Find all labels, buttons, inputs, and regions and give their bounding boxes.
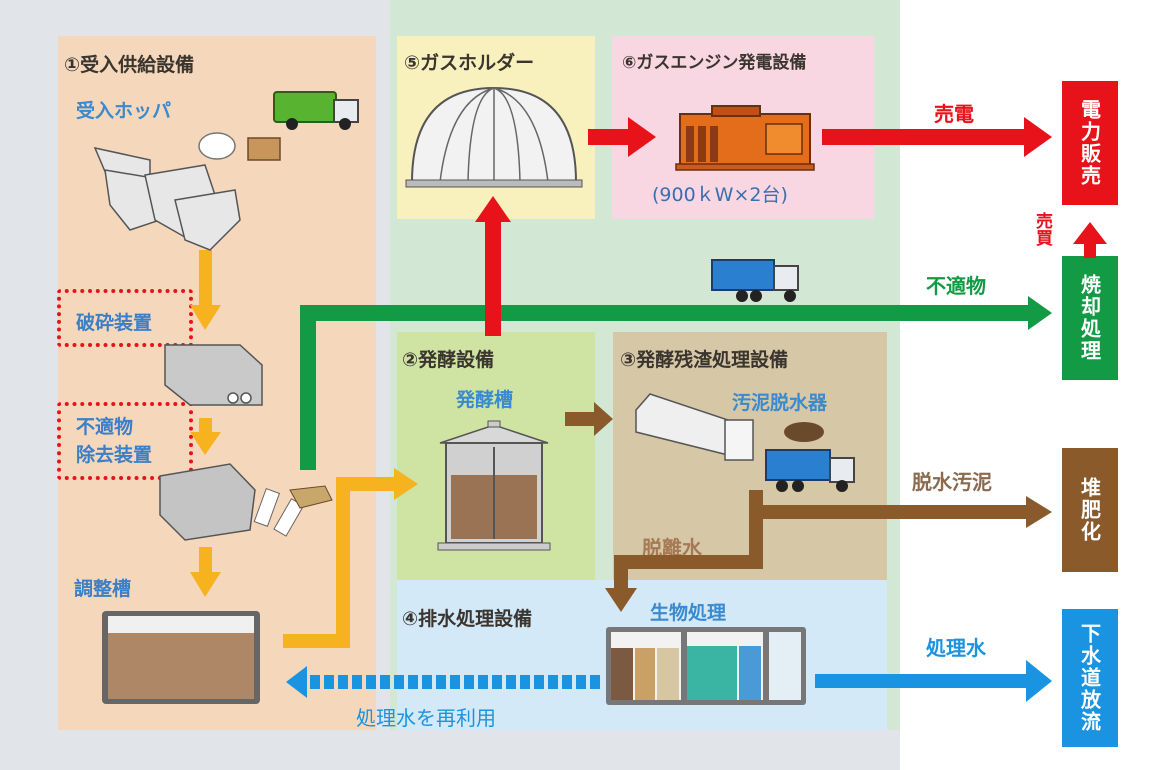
gas-to-engine-shaft bbox=[588, 129, 632, 145]
sludge-dewaterer-icon bbox=[635, 393, 754, 461]
section-1-subtitle: 受入ホッパ bbox=[76, 100, 172, 122]
buy-sell-shaft bbox=[1084, 242, 1096, 258]
sludge-arrow-head bbox=[1026, 496, 1052, 528]
treated-water-shaft bbox=[815, 674, 1030, 688]
sell-power-head bbox=[1024, 117, 1052, 157]
separated-water-head bbox=[605, 588, 637, 612]
digestate-arrow-shaft bbox=[565, 412, 597, 426]
dewatered-sludge-label: 脱水汚泥 bbox=[912, 470, 992, 494]
sludge-pile-icon bbox=[784, 422, 824, 442]
crusher-icon bbox=[164, 344, 263, 406]
adjust-tank-label: 調整槽 bbox=[74, 578, 132, 600]
garbage-truck-icon bbox=[273, 91, 359, 130]
sell-power-shaft bbox=[822, 129, 1028, 145]
unsuitable-label: 不適物 bbox=[926, 274, 986, 298]
separator-icon bbox=[159, 463, 256, 541]
gas-arrow-shaft-up bbox=[485, 220, 501, 336]
dest-compost: 堆肥化 bbox=[1062, 448, 1118, 572]
garbage-bag-icon bbox=[198, 132, 236, 160]
crusher-highlight-box bbox=[57, 289, 193, 347]
treated-water-head bbox=[1026, 660, 1052, 702]
dest-power-sale: 電力販売 bbox=[1062, 81, 1118, 205]
buy-sell-label: 売買 bbox=[1032, 212, 1052, 246]
buy-sell-head bbox=[1073, 222, 1107, 244]
waste-arrow-shaft-3 bbox=[199, 547, 212, 577]
reuse-water-label: 処理水を再利用 bbox=[356, 706, 496, 730]
gas-to-engine-head bbox=[628, 117, 656, 157]
treated-water-label: 処理水 bbox=[926, 636, 986, 660]
section-1-title: ①受入供給設備 bbox=[64, 54, 195, 76]
remover-highlight-box bbox=[57, 402, 193, 480]
crusher-label: 破砕装置 bbox=[76, 312, 153, 334]
adjustment-tank-icon bbox=[102, 611, 260, 704]
sludge-flow-line bbox=[749, 490, 1030, 519]
section-2-subtitle: 発酵槽 bbox=[456, 389, 514, 411]
digestate-arrow-head bbox=[594, 402, 613, 436]
section-3-title: ③発酵残渣処理設備 bbox=[620, 349, 789, 371]
section-6-title: ⑥ガスエンジン発電設備 bbox=[622, 53, 807, 73]
hopper-icon bbox=[93, 146, 241, 251]
section-4-title: ④排水処理設備 bbox=[402, 608, 533, 630]
section-5-title: ⑤ガスホルダー bbox=[404, 52, 535, 74]
remover-label-line2: 除去装置 bbox=[76, 444, 153, 466]
waste-arrow-head-2 bbox=[190, 432, 221, 455]
separated-water-line bbox=[614, 512, 763, 590]
section-3-subtitle: 汚泥脱水器 bbox=[732, 392, 828, 414]
unsuitable-flow-line bbox=[300, 305, 1030, 470]
waste-flow-line bbox=[283, 477, 398, 648]
section-4-subtitle: 生物処理 bbox=[650, 602, 727, 624]
unsuitable-arrow-head bbox=[1028, 296, 1052, 330]
rejected-items-icon bbox=[253, 485, 333, 537]
fermentation-tank-icon bbox=[437, 420, 551, 551]
transport-truck-icon bbox=[711, 259, 799, 302]
waste-flow-arrows bbox=[190, 250, 418, 648]
remover-label-line1: 不適物 bbox=[76, 416, 134, 438]
dest-sewer: 下水道放流 bbox=[1062, 609, 1118, 747]
engine-capacity: (900ｋW×2台) bbox=[652, 184, 788, 206]
dest-incineration: 焼却処理 bbox=[1062, 256, 1118, 380]
waste-arrow-shaft-1 bbox=[199, 250, 212, 310]
biological-treatment-icon bbox=[606, 627, 806, 705]
gas-holder-icon bbox=[405, 86, 583, 188]
background-bottom bbox=[390, 730, 900, 770]
reuse-water-head bbox=[286, 666, 307, 698]
waste-arrow-head-3 bbox=[190, 572, 221, 597]
waste-arrow-head-1 bbox=[190, 305, 221, 330]
section-2-title: ②発酵設備 bbox=[402, 349, 495, 371]
power-plant-icon bbox=[675, 105, 815, 171]
waste-arrow-head-4 bbox=[394, 468, 418, 500]
sell-power-label: 売電 bbox=[934, 102, 974, 126]
dump-truck-icon bbox=[765, 449, 855, 492]
cardboard-box-icon bbox=[247, 137, 281, 161]
gas-arrow-head-up bbox=[475, 196, 511, 222]
